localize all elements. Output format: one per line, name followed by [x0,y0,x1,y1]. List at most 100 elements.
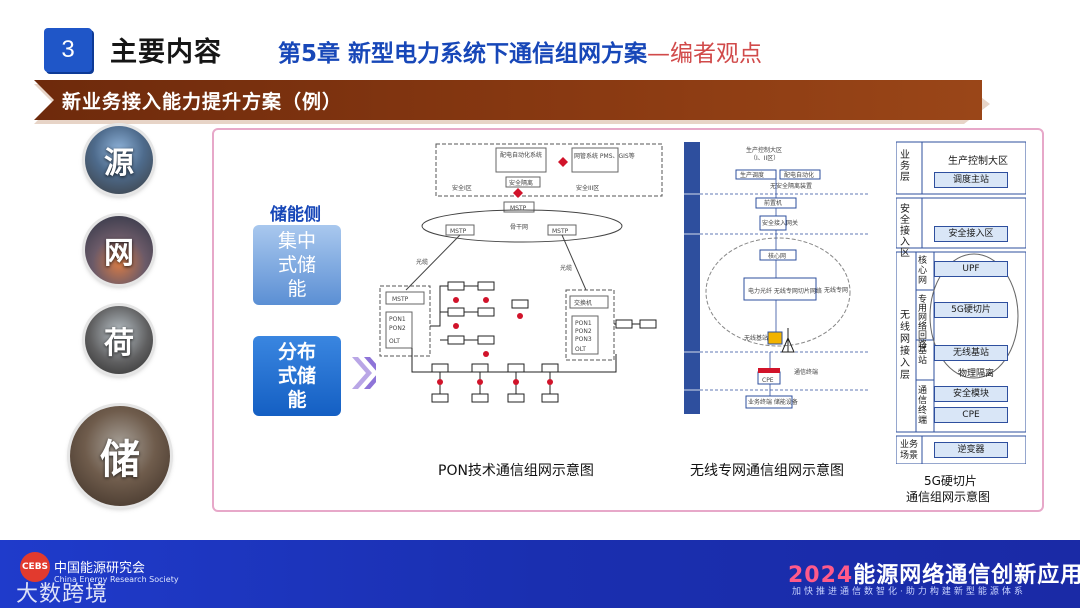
option-label: 集中式储能 [277,230,316,300]
slice-box-5g: 5G硬切片 [934,302,1008,318]
category-label: 储 [100,437,140,483]
slice-side-outer: 无线网接入层 [900,310,910,381]
banner-title: 新业务接入能力提升方案（例） [62,91,343,113]
wl-dispatch: 生产调度 [740,171,764,179]
footer-bar [0,540,1080,608]
section-number-badge: 3 [44,28,92,72]
wl-secure-gw: 安全接入网关 [762,219,798,227]
pon-mstp-left: MSTP [450,228,467,235]
pon-switch: 交换机 [574,299,592,307]
pon-pon-r1: PON1 [575,320,592,327]
antenna-icon [781,328,795,353]
org-name: 中国能源研究会 [54,561,146,576]
slice-box-upf: UPF [934,261,1008,277]
pon-pon1: PON1 [389,316,406,323]
slice-caption-1: 5G硬切片 [924,474,977,488]
pon-mstp-box: MSTP [392,296,409,303]
pon-pon-r2: PON2 [575,328,592,335]
wl-device: 业务终端 储能设备 [748,398,798,406]
slice-caption-2: 通信组网示意图 [906,490,991,504]
slice-box-module: 安全模块 [934,386,1008,402]
section-number: 3 [61,36,75,63]
conference-title: 2024能源网络通信创新应用大会 [788,557,1080,589]
pon-link-marker [513,188,523,198]
category-storage-selected[interactable]: 储 [70,406,170,506]
pon-auto-label: 配电自动化系统 [500,151,542,159]
slice-box-dispatch: 调度主站 [934,172,1008,188]
wl-base: 无线基站 [744,334,768,342]
pon-mstp-top: MSTP [510,205,527,212]
pon-olt: OLT [389,338,400,345]
category-source[interactable]: 源 [85,126,153,194]
category-label: 网 [104,236,134,271]
option-centralized-storage[interactable]: 集中式储能 [253,225,341,305]
wl-prod-zone-sub: （I、II区） [750,155,779,162]
slice-side-route: 专用网络回路 [918,295,928,350]
category-label: 荷 [104,326,134,361]
pon-zone3-label: 安全III区 [576,184,599,192]
pon-link-marker [558,157,568,167]
pon-terminal-marker [453,323,459,329]
wl-slice: 电力光纤 无线专网切片网络 [748,287,822,295]
category-label: 源 [104,146,134,181]
category-load[interactable]: 荷 [85,306,153,374]
pon-terminal-marker [547,379,553,385]
pon-fiber-left: 光缆 [416,258,428,266]
pon-terminal-marker [437,379,443,385]
slice-isolation-label: 物理隔离 [958,369,995,379]
pon-caption: PON技术通信组网示意图 [438,463,594,479]
page-title: 主要内容 [110,37,222,68]
slice-side-secure: 安全接入区 [900,204,910,259]
slice-side-scene: 业务场景 [900,440,919,461]
pon-terminal-marker [483,351,489,357]
pon-zone1-label: 安全I区 [452,184,472,192]
wl-encryption: 前置机 [764,199,782,207]
pon-terminal-marker [453,297,459,303]
chapter-sub: —编者观点 [647,41,763,67]
slice-box-inverter: 逆变器 [934,442,1008,458]
pon-olt-r: OLT [575,346,586,353]
wl-cpe: CPE [762,377,774,384]
wl-core: 核心网 [768,252,786,260]
slice-side-business: 业务层 [900,150,910,183]
pon-backbone-label: 骨干网 [510,224,528,231]
slice-box-base: 无线基站 [934,345,1008,361]
slice-box-cpe: CPE [934,407,1008,423]
cers-logo: CEBS [20,552,50,582]
logo-text: CEBS [21,562,49,572]
section-banner [34,80,982,120]
pon-network-diagram: 配电自动化系统 网管系统 PMS、GIS等 安全隔离 安全I区 安全III区 M… [376,140,668,412]
wl-terminal: 通信终端 [794,368,818,376]
wl-wireless-net: 无线专网 [824,286,848,294]
pon-terminal-marker [513,379,519,385]
wireless-caption: 无线专网通信组网示意图 [690,463,844,479]
wl-prod-zone: 生产控制大区 [746,146,782,154]
category-grid[interactable]: 网 [85,216,153,284]
pon-terminal-marker [483,297,489,303]
slice-side-base: 基站 [918,346,928,366]
pon-pon2: PON2 [389,325,406,332]
org-english-name: China Energy Research Society [54,575,179,584]
slice-side-terminal: 通信终端 [918,386,928,426]
slice-side-core: 核心网 [918,256,928,286]
wl-isolation: 无安全隔离装置 [770,182,812,190]
chapter-title: 第5章 新型电力系统下通信组网方案—编者观点 [278,34,762,68]
wl-auto: 配电自动化 [784,171,814,179]
slice-box-prod: 生产控制大区 [948,156,1008,167]
storage-heading: 储能侧 [270,205,321,225]
pon-pms-label: 网管系统 PMS、GIS等 [574,152,635,160]
pon-pon-r3: PON3 [575,336,592,343]
pon-terminal-marker [517,313,523,319]
watermark: 大数跨境 [16,582,109,607]
conference-name: 能源网络通信创新应用大会 [853,563,1080,588]
wireless-network-diagram: 生产控制大区 （I、II区） 生产调度 配电自动化 无安全隔离装置 前置机 安全… [684,142,870,414]
pon-terminal-marker [477,379,483,385]
conference-subtitle: 加快推进通信数智化·助力构建新型能源体系 [792,587,1026,597]
chapter-main: 第5章 新型电力系统下通信组网方案 [278,41,648,67]
slice-box-secure: 安全接入区 [934,226,1008,242]
conference-year: 2024 [788,563,854,588]
pon-mstp-right: MSTP [552,228,569,235]
option-distributed-storage[interactable]: 分布式储能 [253,336,341,416]
option-label: 分布式储能 [277,341,316,411]
pon-isolator-label: 安全隔离 [509,179,533,187]
